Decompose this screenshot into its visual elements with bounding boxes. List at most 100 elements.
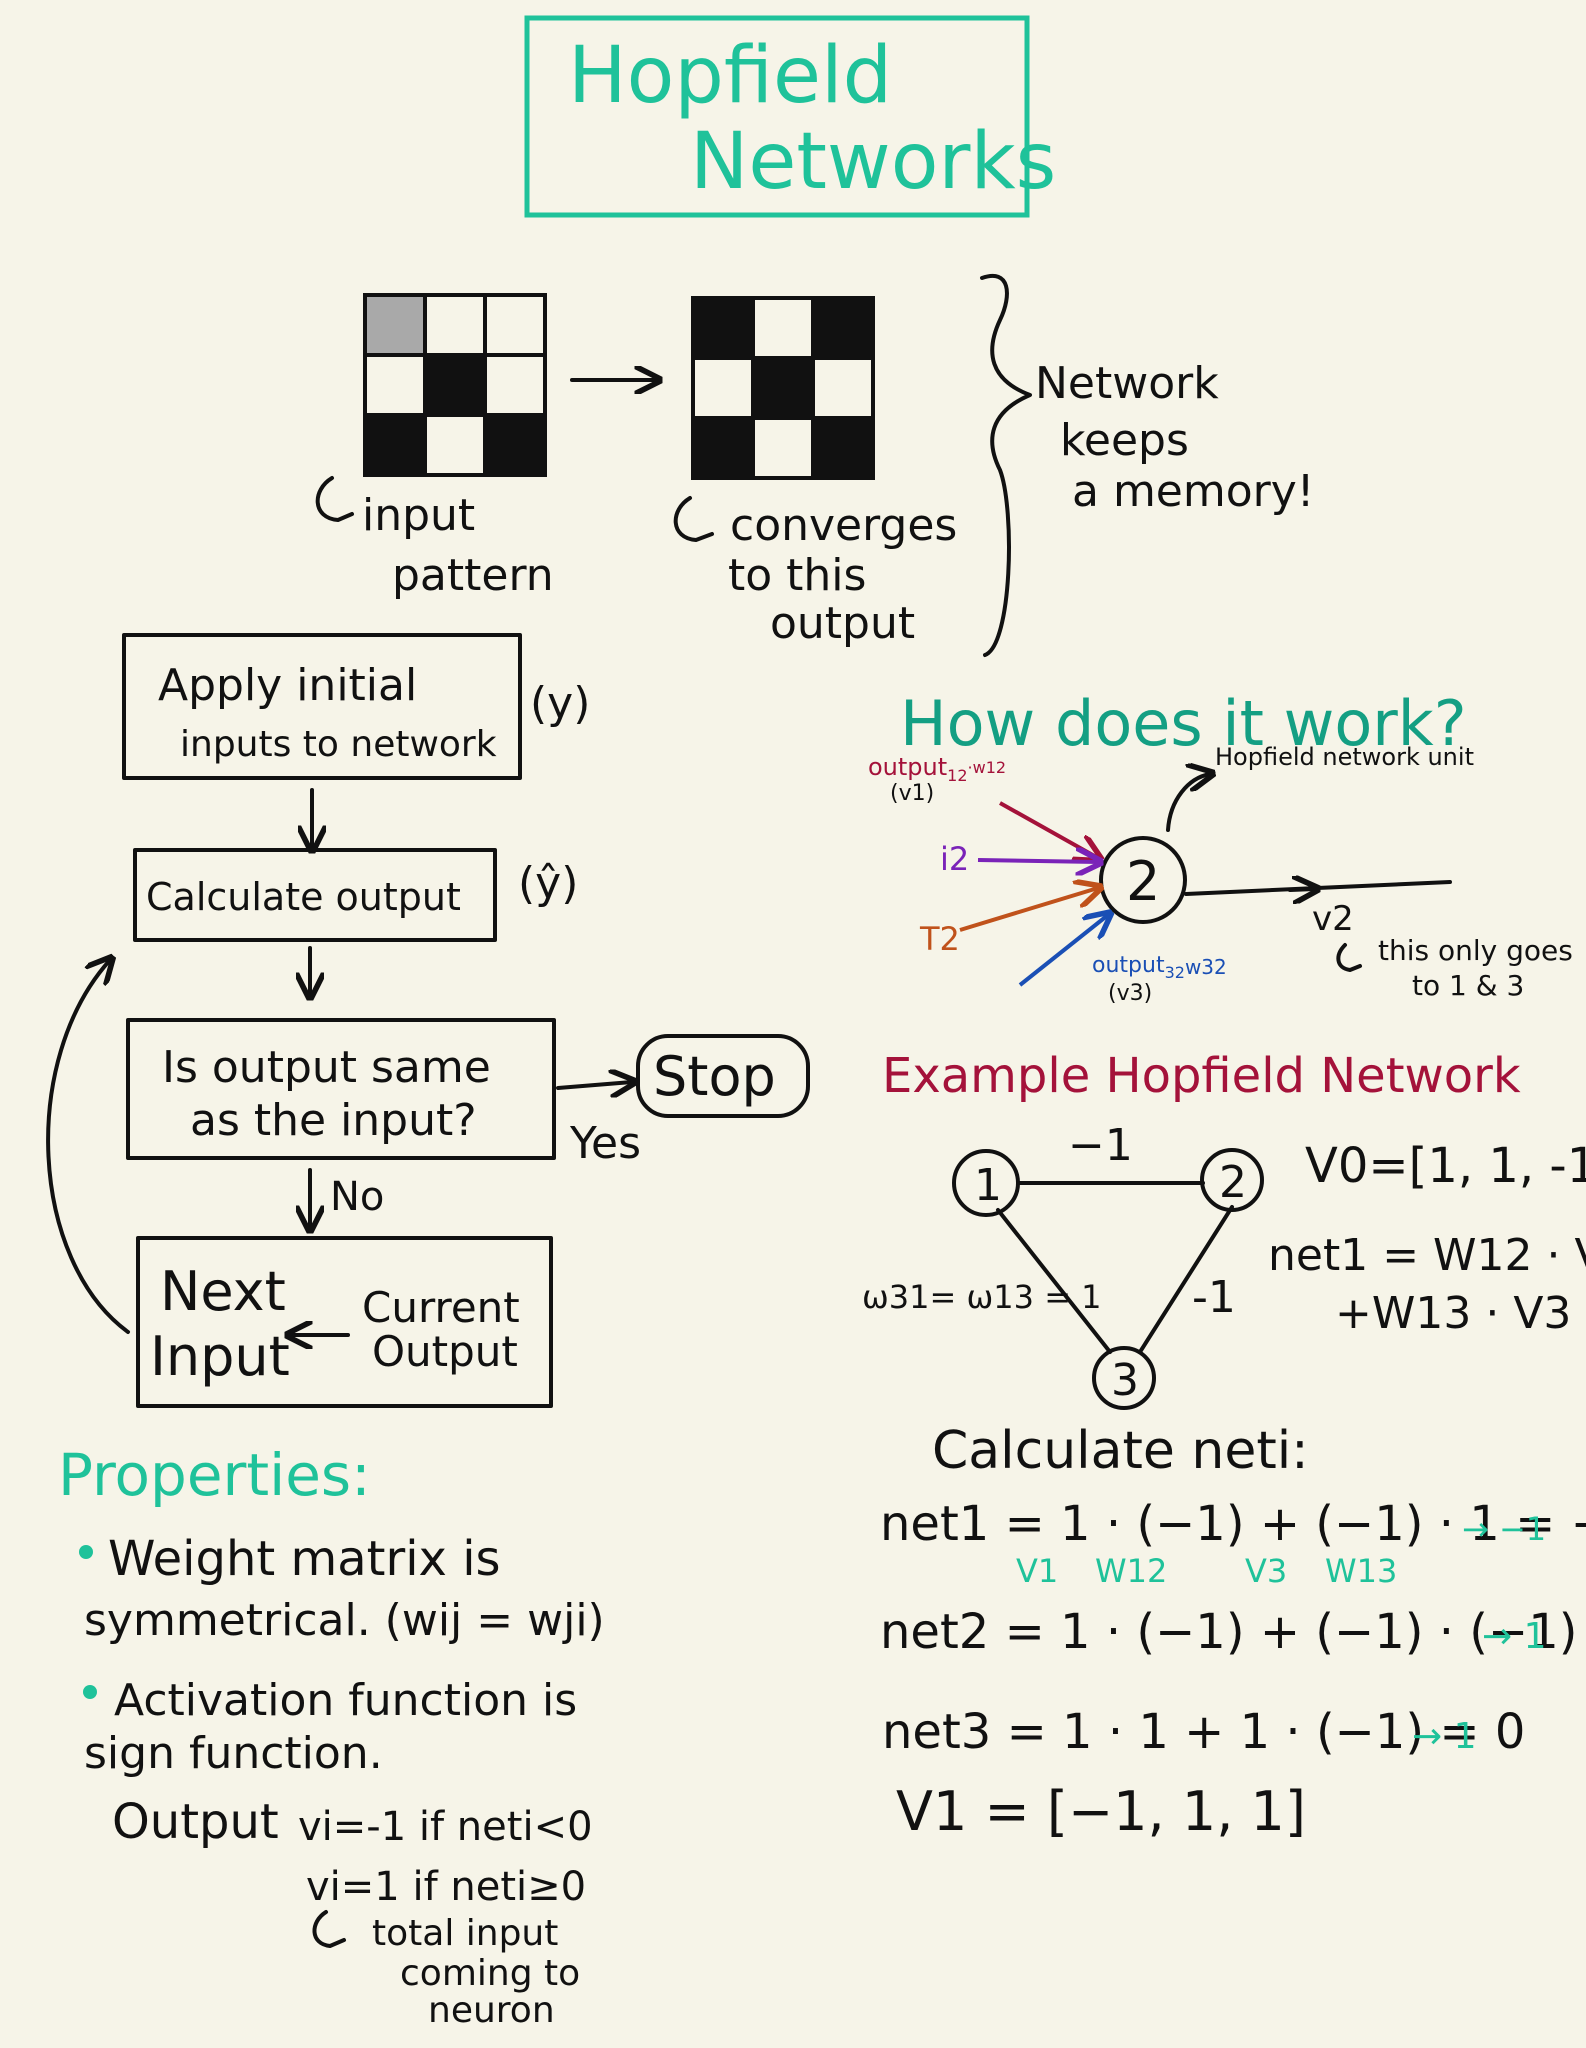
- calc-heading: Calculate neti:: [932, 1421, 1309, 1481]
- net-note-hook-icon: [312, 1910, 346, 1948]
- pattern-cell: [751, 356, 815, 420]
- property-1-line-1: Weight matrix is: [108, 1531, 501, 1587]
- apply-tag: (y): [530, 678, 590, 729]
- net-note-line-2: coming to: [400, 1953, 580, 1994]
- pattern-cell: [483, 353, 547, 417]
- v1-vector: V1 = [−1, 1, 1]: [896, 1780, 1306, 1843]
- how-it-works: How does it work? Hopfield network unit …: [868, 687, 1573, 1006]
- output-arrowhead: [1288, 889, 1315, 890]
- output-caption-line-3: output: [770, 598, 915, 649]
- v0-vector: V0=[1, 1, -1]: [1305, 1138, 1586, 1194]
- pattern-cell: [363, 293, 427, 357]
- next-line-1: Next: [160, 1260, 286, 1323]
- net-note-line-1: total input: [372, 1913, 558, 1954]
- eq1-label-v1: V1: [1016, 1552, 1058, 1590]
- bullet-1: [79, 1545, 93, 1559]
- properties-heading: Properties:: [58, 1441, 371, 1509]
- eq2-result: → 1: [1482, 1616, 1547, 1657]
- apply-line-2: inputs to network: [180, 724, 497, 765]
- input-caption-line-2: pattern: [392, 550, 554, 601]
- out-note-hook-icon: [1336, 943, 1362, 972]
- in4-label: output32w32: [1092, 953, 1227, 982]
- title-box: [524, 15, 1030, 218]
- flowchart: Apply initial inputs to network (y) Calc…: [46, 633, 810, 1408]
- next-box: [136, 1236, 553, 1408]
- input-arrow-t2: [959, 888, 1098, 932]
- input-hook-icon: [315, 476, 354, 522]
- out-label: v2: [1312, 899, 1354, 939]
- example-node-2-label: 2: [1219, 1157, 1247, 1208]
- decision-line-2: as the input?: [190, 1095, 477, 1146]
- memory-brace: [980, 274, 1032, 657]
- property-2-line-2: sign function.: [84, 1728, 383, 1779]
- weight-12: −1: [1068, 1120, 1133, 1171]
- pattern-cell: [423, 353, 487, 417]
- calculate-label: Calculate output: [146, 875, 461, 919]
- output-caption-line-1: converges: [730, 500, 957, 551]
- eq1-label-w13: W13: [1325, 1552, 1397, 1590]
- pattern-cell: [811, 416, 875, 480]
- title-line-2: Networks: [690, 117, 1056, 207]
- pattern-cell: [423, 413, 487, 477]
- loop-back-arrow: [46, 960, 130, 1334]
- no-label: No: [330, 1174, 384, 1220]
- unit-node-label: 2: [1126, 850, 1160, 913]
- weight-13: ω31= ω13 = 1: [862, 1278, 1102, 1316]
- apply-box: [122, 633, 522, 780]
- properties: Properties: Weight matrix is symmetrical…: [58, 1441, 605, 2031]
- eq2: net2 = 1 · (−1) + (−1) · (−1) = 0: [880, 1604, 1586, 1660]
- title-line-1: Hopfield: [568, 31, 892, 121]
- eq3: net3 = 1 · 1 + 1 · (−1) = 0: [882, 1704, 1525, 1760]
- unit-label: Hopfield network unit: [1215, 743, 1474, 771]
- pattern-cell: [811, 296, 875, 360]
- pattern-cell: [751, 416, 815, 480]
- pattern-cell: [483, 413, 547, 477]
- in1-label: output12·w12: [868, 753, 1006, 785]
- output-line: [1184, 880, 1452, 896]
- net-formula-line-2: +W13 · V3: [1335, 1288, 1571, 1339]
- calculate-box: [133, 848, 497, 942]
- eq1-label-w12: W12: [1095, 1552, 1167, 1590]
- unit-pointer-arrow: [1166, 774, 1210, 832]
- input-caption-line-1: input: [362, 490, 475, 541]
- decision-box: [126, 1018, 556, 1160]
- pattern-cell: [423, 293, 487, 357]
- out-note-line-1: this only goes: [1378, 934, 1573, 967]
- output-caption-line-2: to this: [728, 550, 866, 601]
- out-note-line-2: to 1 & 3: [1412, 969, 1524, 1002]
- pattern-cell: [691, 416, 755, 480]
- property-1-line-2: symmetrical. (wij = wji): [84, 1595, 605, 1646]
- edge-2-3: [1138, 1205, 1234, 1354]
- yes-label: Yes: [569, 1118, 641, 1169]
- eq1-result: → −1: [1462, 1510, 1546, 1548]
- example-network: Example Hopfield Network 1 2 3 −1 ω31= ω…: [862, 1048, 1586, 1843]
- example-node-1: [952, 1149, 1020, 1217]
- activation-rule-1: vi=-1 if neti<0: [298, 1804, 593, 1850]
- in3-label: T2: [919, 920, 960, 958]
- output-hook-icon: [673, 496, 714, 542]
- decision-line-1: Is output same: [162, 1042, 491, 1093]
- pattern-cell: [691, 296, 755, 360]
- how-heading: How does it work?: [900, 687, 1467, 760]
- stop-label: Stop: [653, 1045, 776, 1108]
- input-arrow-i2: [977, 860, 1098, 862]
- apply-line-1: Apply initial: [158, 660, 417, 711]
- activation-rule-2: vi=1 if neti≥0: [306, 1864, 586, 1910]
- next-line-2: Input: [150, 1325, 290, 1388]
- current-line-1: Current: [362, 1283, 520, 1332]
- example-node-3: [1092, 1346, 1156, 1410]
- current-line-2: Output: [372, 1327, 518, 1376]
- output-word: Output: [112, 1794, 279, 1850]
- bullet-2: [83, 1685, 97, 1699]
- pattern-cell: [751, 296, 815, 360]
- input-arrow-output12: [999, 801, 1098, 858]
- eq3-result: → 1: [1412, 1716, 1477, 1757]
- pattern-cell: [363, 413, 427, 477]
- pattern-cell: [811, 356, 875, 420]
- example-heading: Example Hopfield Network: [882, 1048, 1521, 1104]
- eq1: net1 = 1 · (−1) + (−1) · 1 = −2: [880, 1496, 1586, 1552]
- input-arrow-output32: [1018, 915, 1108, 987]
- in1-value: (v1): [890, 781, 934, 806]
- title-block: Hopfield Networks: [524, 15, 1056, 218]
